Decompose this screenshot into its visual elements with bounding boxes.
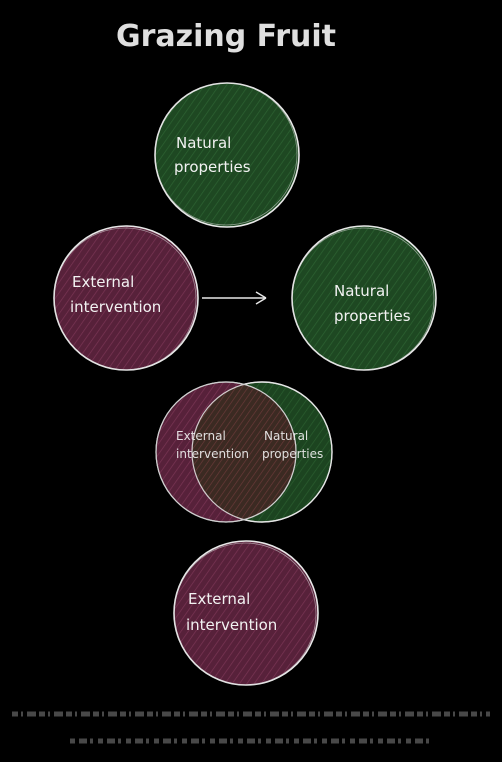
- overlap-venn: External intervention Natural properties: [155, 381, 333, 523]
- natural-label-line2: properties: [334, 307, 411, 325]
- natural-properties-circle-right: Natural properties: [291, 225, 437, 371]
- overlap-external-line2: intervention: [176, 447, 249, 461]
- natural-label-line1: Natural: [176, 134, 231, 152]
- overlap-natural-line2: properties: [262, 447, 323, 461]
- connector-arrow: [202, 291, 267, 305]
- natural-properties-circle-top: Natural properties: [154, 82, 300, 228]
- overlap-natural-line1: Natural: [264, 429, 308, 443]
- external-intervention-circle-bottom: External intervention: [173, 540, 319, 686]
- external-label-line1: External: [72, 273, 134, 291]
- external-label-line1: External: [188, 590, 250, 608]
- natural-label-line2: properties: [174, 158, 251, 176]
- overlap-external-line1: External: [176, 429, 226, 443]
- diagram-title: Grazing Fruit: [116, 19, 336, 54]
- external-intervention-circle-left: External intervention: [53, 225, 199, 371]
- external-label-line2: intervention: [186, 616, 277, 634]
- natural-label-line1: Natural: [334, 282, 389, 300]
- external-label-line2: intervention: [70, 298, 161, 316]
- caption: [12, 711, 490, 744]
